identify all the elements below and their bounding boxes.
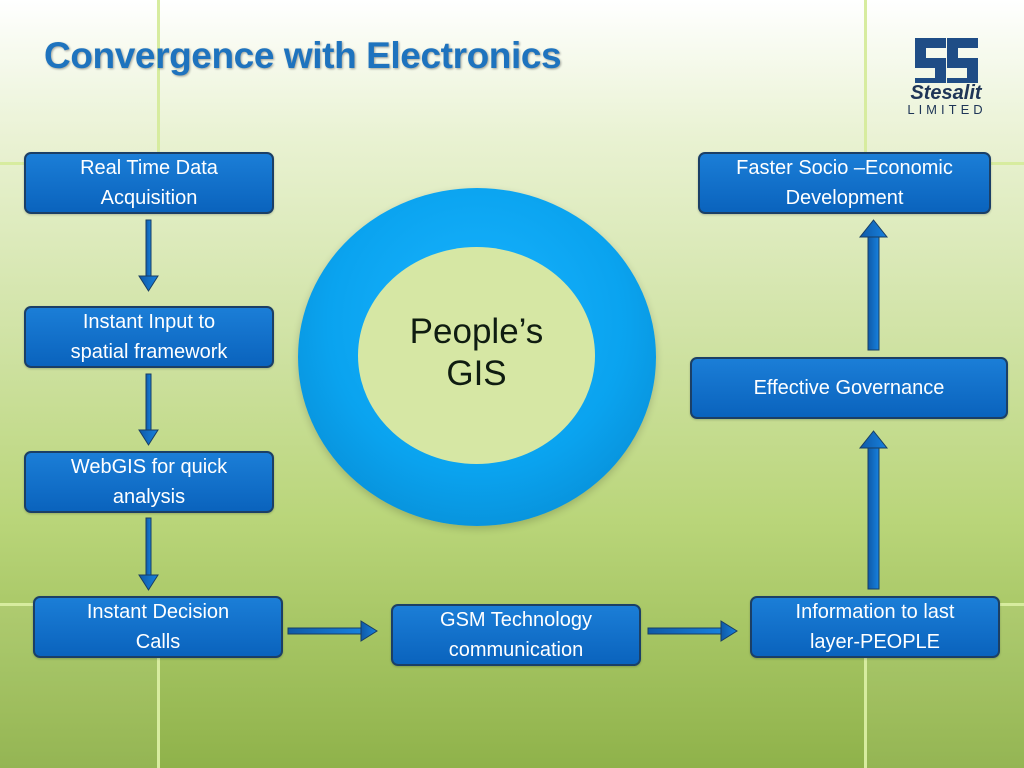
peoples-gis-label: People’s GIS bbox=[358, 311, 595, 395]
up-arrow-1 bbox=[858, 430, 889, 590]
information-line-2: layer-PEOPLE bbox=[809, 631, 941, 653]
effective-governance-label: Effective Governance bbox=[753, 377, 945, 399]
gsm-technology-box: GSM Technology communication bbox=[391, 604, 641, 666]
logo-brand: Stesalit bbox=[910, 82, 982, 104]
webgis-line-1: WebGIS for quick bbox=[70, 456, 228, 478]
real-time-data-acquisition-box: Real Time Data Acquisition bbox=[24, 152, 274, 214]
gsm-line-2: communication bbox=[448, 639, 584, 661]
effective-governance-box: Effective Governance bbox=[690, 357, 1008, 419]
down-arrow-3 bbox=[138, 517, 159, 591]
instant-decision-line-2: Calls bbox=[135, 631, 181, 653]
top-left-frame bbox=[0, 0, 160, 165]
down-arrow-1 bbox=[138, 219, 159, 292]
gsm-line-1: GSM Technology bbox=[440, 609, 592, 631]
instant-input-line-1: Instant Input to bbox=[82, 311, 216, 333]
information-line-1: Information to last bbox=[795, 601, 955, 623]
stesalit-logo-icon bbox=[915, 38, 978, 83]
down-arrow-2 bbox=[138, 373, 159, 446]
faster-development-line-2: Development bbox=[785, 187, 904, 209]
up-arrow-2 bbox=[858, 219, 889, 351]
logo-subtitle: LIMITED bbox=[907, 102, 987, 117]
right-arrow-2 bbox=[647, 620, 738, 642]
webgis-line-2: analysis bbox=[112, 486, 186, 508]
real-time-data-line-2: Acquisition bbox=[100, 187, 198, 209]
peoples-gis-ring: People’s GIS bbox=[298, 188, 656, 526]
real-time-data-line-1: Real Time Data bbox=[80, 157, 218, 179]
instant-decision-calls-box: Instant Decision Calls bbox=[33, 596, 283, 658]
faster-development-line-1: Faster Socio –Economic bbox=[736, 157, 953, 179]
instant-input-line-2: spatial framework bbox=[70, 341, 228, 363]
company-logo: Stesalit LIMITED bbox=[896, 33, 996, 119]
slide-title: Convergence with Electronics bbox=[44, 35, 562, 76]
webgis-analysis-box: WebGIS for quick analysis bbox=[24, 451, 274, 513]
peoples-gis-line-1: People’s bbox=[409, 312, 544, 351]
peoples-gis-inner-circle: People’s GIS bbox=[358, 247, 595, 464]
instant-input-box: Instant Input to spatial framework bbox=[24, 306, 274, 368]
information-to-people-box: Information to last layer-PEOPLE bbox=[750, 596, 1000, 658]
instant-decision-line-1: Instant Decision bbox=[86, 601, 230, 623]
faster-development-box: Faster Socio –Economic Development bbox=[698, 152, 991, 214]
right-arrow-1 bbox=[287, 620, 378, 642]
peoples-gis-line-2: GIS bbox=[446, 354, 507, 393]
